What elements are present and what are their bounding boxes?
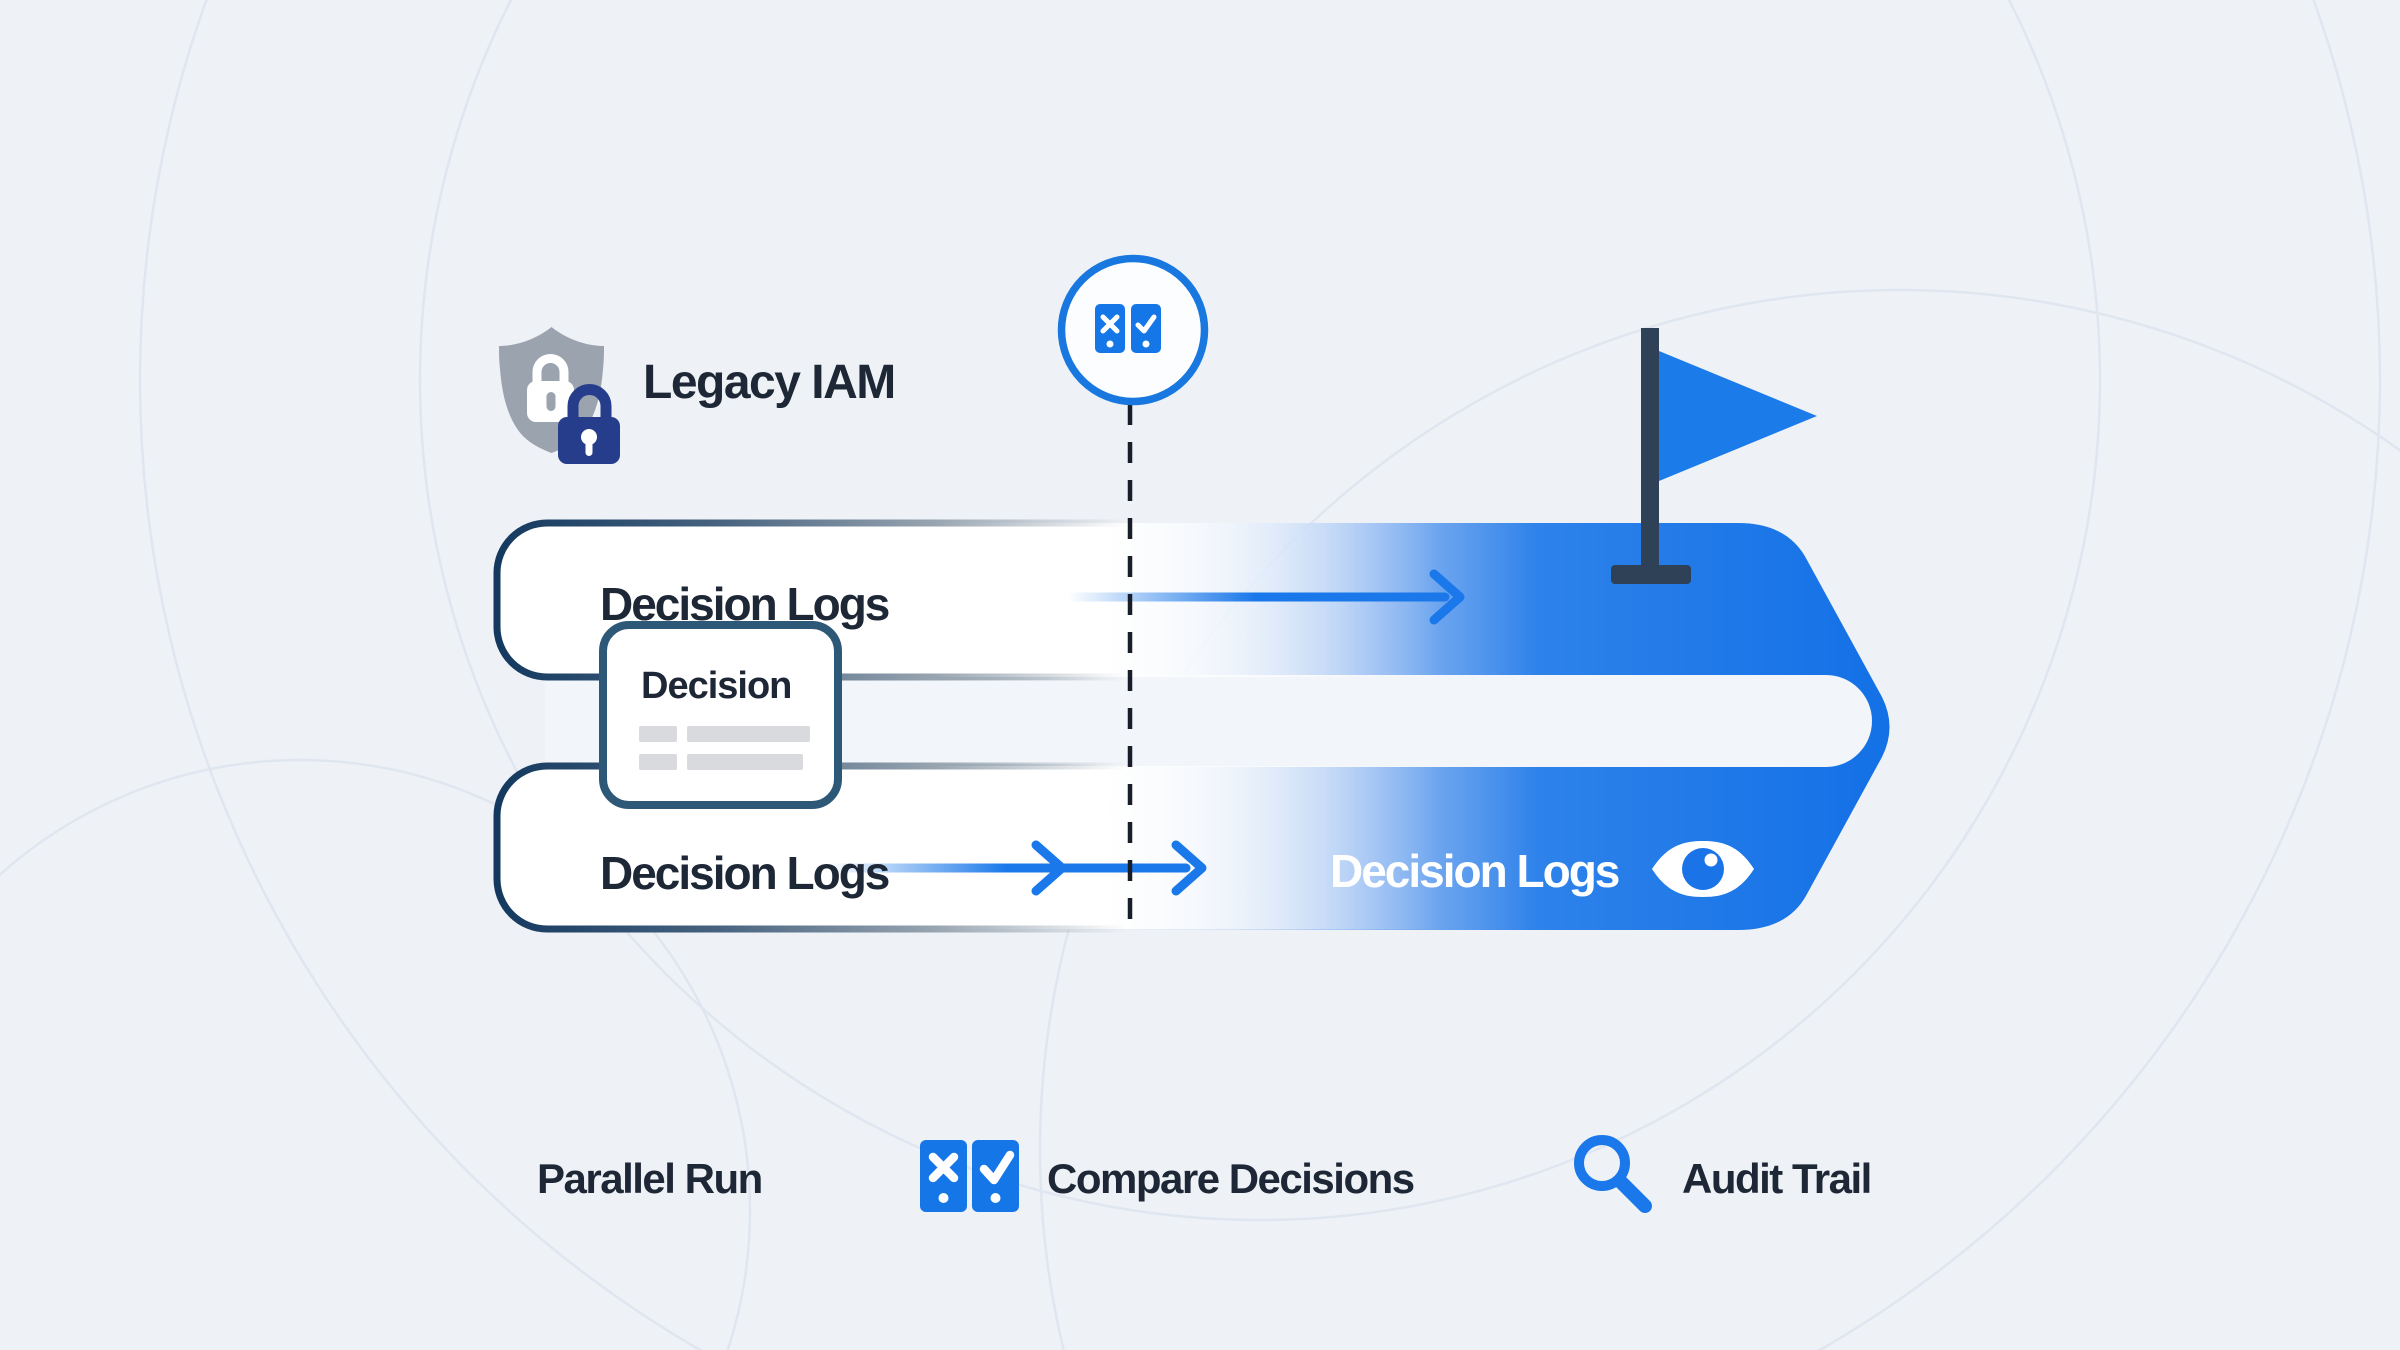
decision-card	[599, 621, 842, 809]
legacy-iam-label: Legacy IAM	[643, 356, 896, 409]
padlock-icon	[558, 384, 620, 464]
bottom-band-label: Decision Logs	[600, 847, 890, 899]
milestone-flag-icon	[1611, 328, 1817, 584]
middle-lane-border	[545, 673, 1875, 771]
legend-audit-trail-label: Audit Trail	[1682, 1155, 1872, 1202]
middle-lane	[545, 675, 1872, 767]
decision-card-title: Decision	[641, 665, 792, 707]
compare-cards-icon	[920, 1140, 1019, 1212]
search-icon	[1574, 1135, 1652, 1213]
top-band-label: Decision Logs	[600, 578, 890, 630]
eye-icon	[1652, 841, 1754, 897]
legend-parallel-run-label: Parallel Run	[537, 1155, 763, 1202]
compare-cards-circle-icon	[1057, 254, 1209, 406]
legend-compare-decisions-label: Compare Decisions	[1047, 1155, 1415, 1202]
decision-card-skeleton	[639, 726, 810, 770]
bottom-band-highlight-label: Decision Logs	[1330, 845, 1620, 897]
right-arrow-icon-bottom-band	[823, 840, 1207, 896]
